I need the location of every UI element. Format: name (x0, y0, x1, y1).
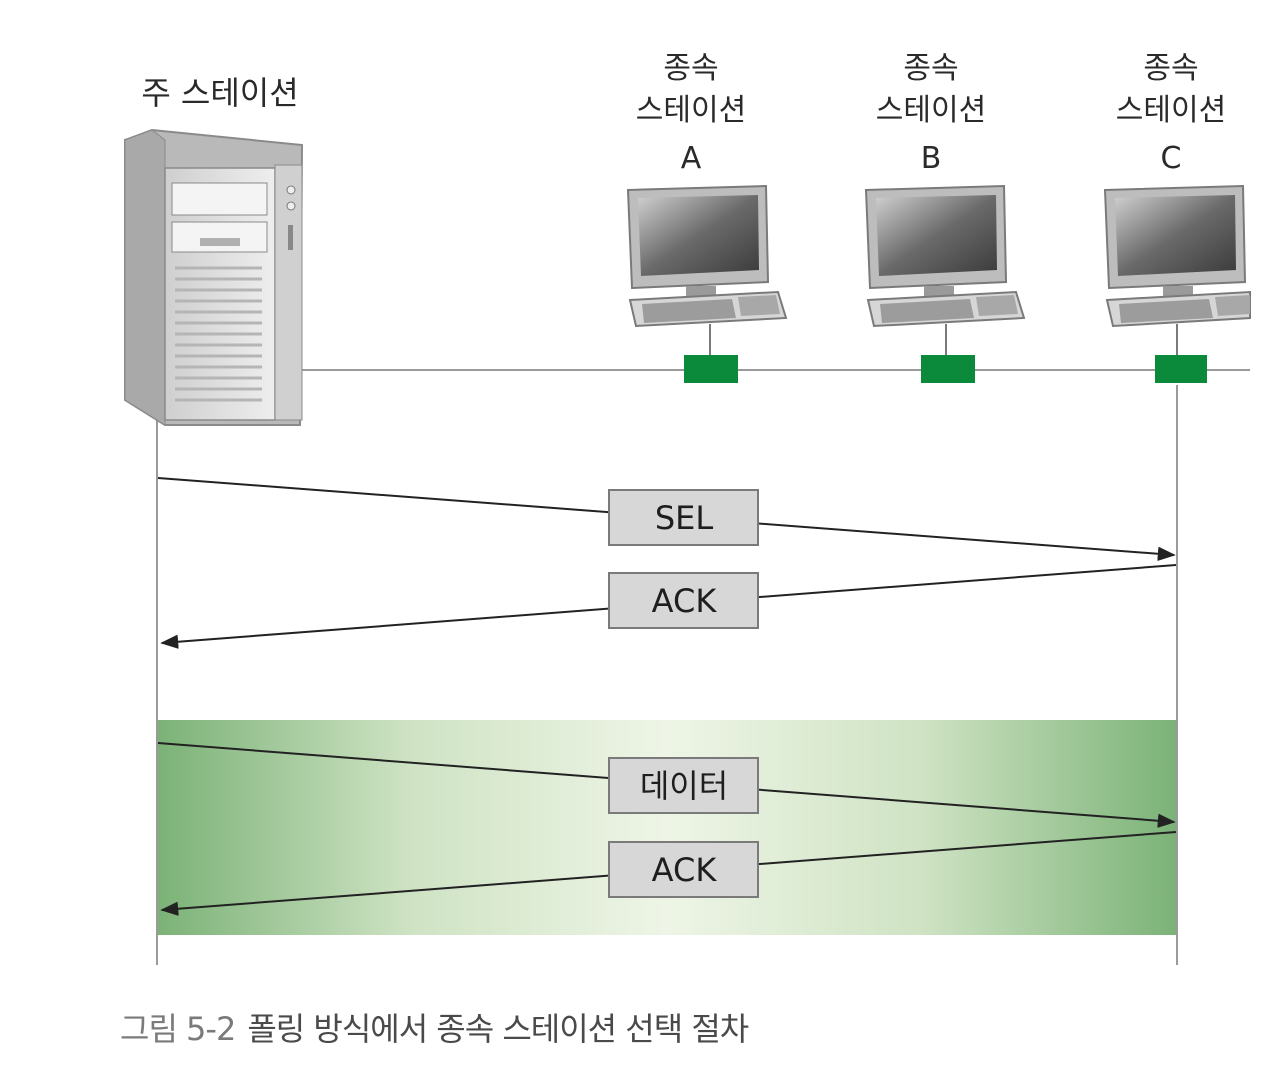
ack-message-box-1: ACK (609, 573, 758, 628)
sel-message-box: SEL (609, 490, 758, 545)
ack-message-label-2: ACK (652, 851, 718, 889)
figure-number: 그림 5-2 (120, 1010, 235, 1048)
primary-station-label: 주 스테이션 (141, 74, 298, 112)
station-a-label-line1: 종속 (663, 51, 718, 86)
server-tower-icon (125, 130, 302, 425)
data-message-box: 데이터 (609, 758, 758, 813)
station-a-connector (684, 355, 738, 383)
station-a: 종속 스테이션 A (628, 51, 786, 383)
ack-message-label-1: ACK (652, 582, 718, 620)
station-b: 종속 스테이션 B (866, 51, 1024, 383)
station-b-label-line2: 스테이션 (876, 93, 986, 128)
ack-message-box-2: ACK (609, 842, 758, 897)
polling-diagram: 주 스테이션 종속 스테이션 A 종속 스테이션 B (0, 0, 1280, 1000)
data-message-label: 데이터 (640, 767, 728, 805)
figure-caption: 그림 5-2 폴링 방식에서 종속 스테이션 선택 절차 (120, 1004, 748, 1050)
station-c-label-line2: 스테이션 (1116, 93, 1226, 128)
desktop-computer-icon (1105, 186, 1250, 326)
figure-title: 폴링 방식에서 종속 스테이션 선택 절차 (247, 1010, 748, 1048)
station-c-label-line1: 종속 (1143, 51, 1198, 86)
desktop-computer-icon (628, 186, 786, 326)
station-a-id: A (681, 141, 702, 176)
station-b-label-line1: 종속 (903, 51, 958, 86)
data-phase-band (157, 720, 1177, 935)
station-c: 종속 스테이션 C (1105, 51, 1250, 383)
sel-message-label: SEL (655, 499, 714, 537)
station-b-id: B (921, 141, 942, 176)
desktop-computer-icon (866, 186, 1024, 326)
station-b-connector (921, 355, 975, 383)
station-c-id: C (1161, 141, 1182, 176)
station-a-label-line2: 스테이션 (636, 93, 746, 128)
station-c-connector (1155, 355, 1207, 383)
